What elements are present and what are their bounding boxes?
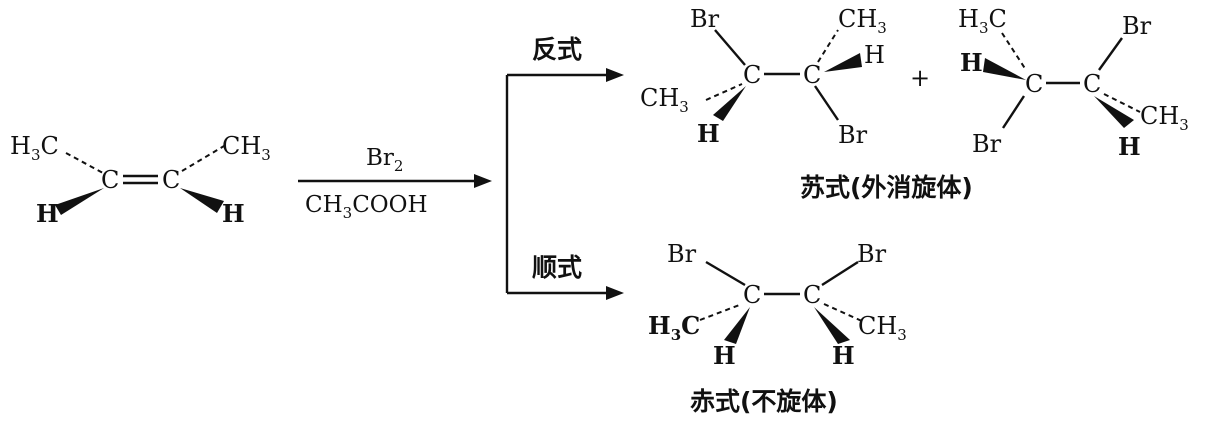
bromine-lower: Br	[838, 121, 868, 149]
erythro-product: Br Br C C H3C H CH3 H	[648, 240, 907, 370]
methyl-left: H3C	[10, 132, 59, 164]
dashed-bond-right	[181, 145, 225, 172]
threo-enantiomer-1: Br CH3 C C H Br CH3 H	[640, 5, 887, 149]
anti-addition-label: 反式	[532, 35, 582, 64]
wedge-bond-h-4	[1094, 96, 1134, 128]
reagent-acetic-acid: CH3COOH	[305, 192, 428, 222]
c-br-bond-6	[821, 260, 859, 287]
branch-arrows: 反式 顺式	[505, 35, 624, 300]
erythro-caption: 赤式(不旋体)	[690, 387, 838, 416]
methyl-right-product: CH3	[1140, 102, 1189, 134]
bromine-left-meso: Br	[667, 240, 697, 268]
methyl-right: CH3	[222, 132, 271, 164]
main-arrowhead	[474, 174, 492, 188]
hydrogen-lower: H	[697, 119, 720, 148]
wedge-bond-h-2	[713, 86, 746, 121]
wedge-bond-h-1	[824, 53, 862, 72]
anti-arrowhead	[606, 68, 624, 82]
dashed-bond-methyl	[817, 29, 839, 63]
hydrogen-lower-right: H	[1118, 132, 1141, 161]
bromine-top-right: Br	[1122, 12, 1152, 40]
wedge-bond-h-3	[983, 58, 1026, 80]
threo-enantiomer-2: H3C Br H C C Br CH3 H	[958, 5, 1189, 161]
c-br-bond-2	[814, 85, 839, 121]
wedge-bond-left	[55, 188, 104, 215]
carbon-3: C	[1025, 70, 1043, 98]
threo-caption: 苏式(外消旋体)	[800, 173, 973, 202]
c-br-bond-3	[1001, 95, 1026, 129]
alkene-carbon-right: C	[162, 166, 180, 194]
dashed-bond-methyl-3	[1103, 93, 1141, 113]
starting-alkene: H3C CH3 C C H H	[10, 132, 271, 228]
c-br-bond-4	[1098, 37, 1123, 71]
methyl-right-meso: CH3	[858, 312, 907, 344]
carbon-1: C	[743, 61, 761, 89]
hydrogen-left-2: H	[960, 48, 983, 77]
dashed-bond-methyl-4	[699, 303, 743, 321]
reaction-arrow: Br2 CH3COOH	[298, 145, 492, 222]
wedge-bond-h-5	[724, 307, 750, 344]
c-br-bond-5	[705, 260, 746, 287]
hydrogen-left-meso: H	[713, 341, 736, 370]
methyl-top-left: H3C	[958, 5, 1007, 37]
hydrogen-left: H	[36, 199, 59, 228]
dashed-bond-methyl-left	[705, 83, 743, 101]
hydrogen-upper: H	[864, 41, 885, 69]
bromine-lower-left: Br	[972, 130, 1002, 158]
syn-arrowhead	[606, 286, 624, 300]
wedge-bond-h-6	[814, 307, 850, 344]
c-br-bond-1	[714, 29, 746, 66]
dashed-bond-methyl-5	[823, 303, 865, 323]
bromine-right-meso: Br	[857, 240, 887, 268]
bromine-top-left: Br	[690, 5, 720, 33]
methyl-left-meso: H3C	[648, 311, 700, 344]
plus-sign: +	[910, 64, 930, 92]
hydrogen-right: H	[222, 199, 245, 228]
reagent-bromine: Br2	[366, 145, 403, 175]
carbon-6: C	[803, 281, 821, 309]
carbon-5: C	[743, 281, 761, 309]
methyl-top-right: CH3	[838, 5, 887, 37]
hydrogen-right-meso: H	[832, 341, 855, 370]
wedge-bond-right	[180, 188, 224, 213]
carbon-2: C	[803, 61, 821, 89]
alkene-carbon-left: C	[101, 166, 119, 194]
dashed-bond-methyl-2	[1001, 32, 1027, 71]
syn-addition-label: 顺式	[532, 253, 582, 282]
carbon-4: C	[1083, 70, 1101, 98]
methyl-left-product: CH3	[640, 84, 689, 116]
dashed-bond-left	[65, 152, 104, 174]
